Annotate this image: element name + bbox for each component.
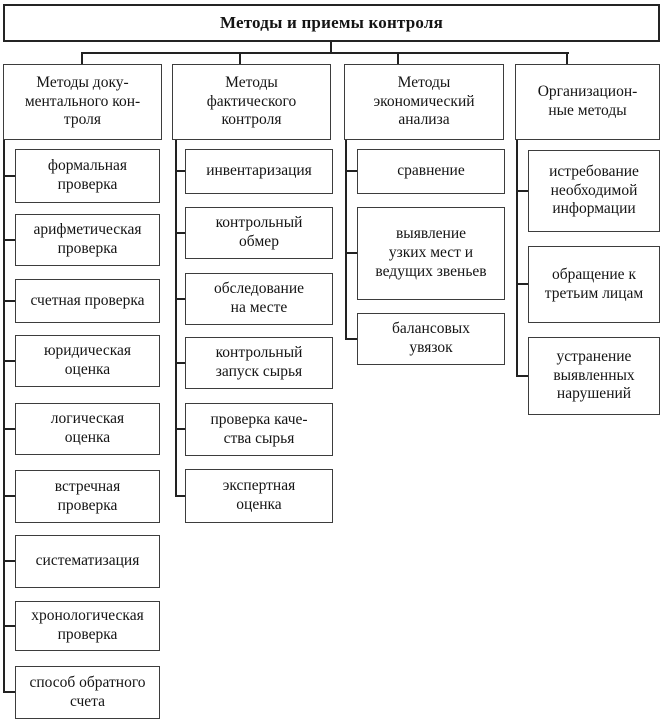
method-box-chronological-check: хронологическая проверка bbox=[15, 601, 160, 651]
method-box-reverse-count: способ обратного счета bbox=[15, 666, 160, 719]
connector-drop-col3 bbox=[397, 52, 399, 64]
method-box-legal-assessment: юридическая оценка bbox=[15, 335, 160, 387]
method-box-systematization: систематизация bbox=[15, 535, 160, 588]
column-header-documentary-methods: Методы доку- ментального кон- троля bbox=[3, 64, 162, 140]
connector-stub bbox=[175, 232, 185, 234]
connector-stub bbox=[175, 495, 185, 497]
connector-spine-col4 bbox=[516, 140, 518, 377]
connector-spine-col3 bbox=[345, 140, 347, 340]
connector-stub bbox=[345, 252, 357, 254]
connector-stub bbox=[3, 239, 15, 241]
method-box-raw-quality-check: проверка каче- ства сырья bbox=[185, 403, 333, 456]
method-box-arithmetic-check: арифметическая проверка bbox=[15, 214, 160, 266]
method-box-bottleneck-identification: выявление узких мест и ведущих звеньев bbox=[357, 207, 505, 300]
diagram-title: Методы и приемы контроля bbox=[3, 4, 660, 42]
connector-stub bbox=[345, 170, 357, 172]
method-box-control-launch: контрольный запуск сырья bbox=[185, 337, 333, 389]
connector-stub bbox=[516, 283, 528, 285]
connector-stub bbox=[3, 300, 15, 302]
connector-main-horizontal bbox=[81, 52, 569, 54]
connector-stub bbox=[3, 560, 15, 562]
connector-title-drop bbox=[330, 42, 332, 53]
connector-stub bbox=[516, 190, 528, 192]
connector-stub bbox=[3, 625, 15, 627]
connector-stub bbox=[3, 495, 15, 497]
connector-spine-col1 bbox=[3, 140, 5, 693]
connector-stub bbox=[516, 375, 528, 377]
method-box-comparison: сравнение bbox=[357, 149, 505, 194]
method-box-inventory: инвентаризация bbox=[185, 149, 333, 194]
method-box-eliminate-violations: устранение выявленных нарушений bbox=[528, 337, 660, 415]
connector-stub bbox=[3, 428, 15, 430]
connector-drop-col2 bbox=[239, 52, 241, 64]
method-box-counting-check: счетная проверка bbox=[15, 279, 160, 323]
connector-stub bbox=[3, 360, 15, 362]
method-box-formal-check: формальная проверка bbox=[15, 149, 160, 203]
method-box-expert-assessment: экспертная оценка bbox=[185, 469, 333, 523]
method-box-balance-linkages: балансовых увязок bbox=[357, 313, 505, 365]
method-box-contact-third-parties: обращение к третьим лицам bbox=[528, 246, 660, 323]
connector-stub bbox=[175, 428, 185, 430]
connector-drop-col1 bbox=[81, 52, 83, 64]
column-header-economic-analysis-methods: Методы экономический анализа bbox=[344, 64, 504, 140]
method-box-logical-assessment: логическая оценка bbox=[15, 403, 160, 455]
connector-stub bbox=[175, 362, 185, 364]
connector-drop-col4 bbox=[566, 52, 568, 64]
connector-stub bbox=[3, 175, 15, 177]
connector-stub bbox=[3, 691, 15, 693]
method-box-onsite-inspection: обследование на месте bbox=[185, 273, 333, 325]
method-box-request-information: истребование необходимой информации bbox=[528, 150, 660, 232]
connector-stub bbox=[175, 170, 185, 172]
method-box-control-measurement: контрольный обмер bbox=[185, 207, 333, 259]
column-header-factual-methods: Методы фактического контроля bbox=[172, 64, 331, 140]
method-box-counter-check: встречная проверка bbox=[15, 470, 160, 523]
connector-spine-col2 bbox=[175, 140, 177, 497]
column-header-organizational-methods: Организацион- ные методы bbox=[515, 64, 660, 140]
connector-stub bbox=[345, 338, 357, 340]
connector-stub bbox=[175, 298, 185, 300]
